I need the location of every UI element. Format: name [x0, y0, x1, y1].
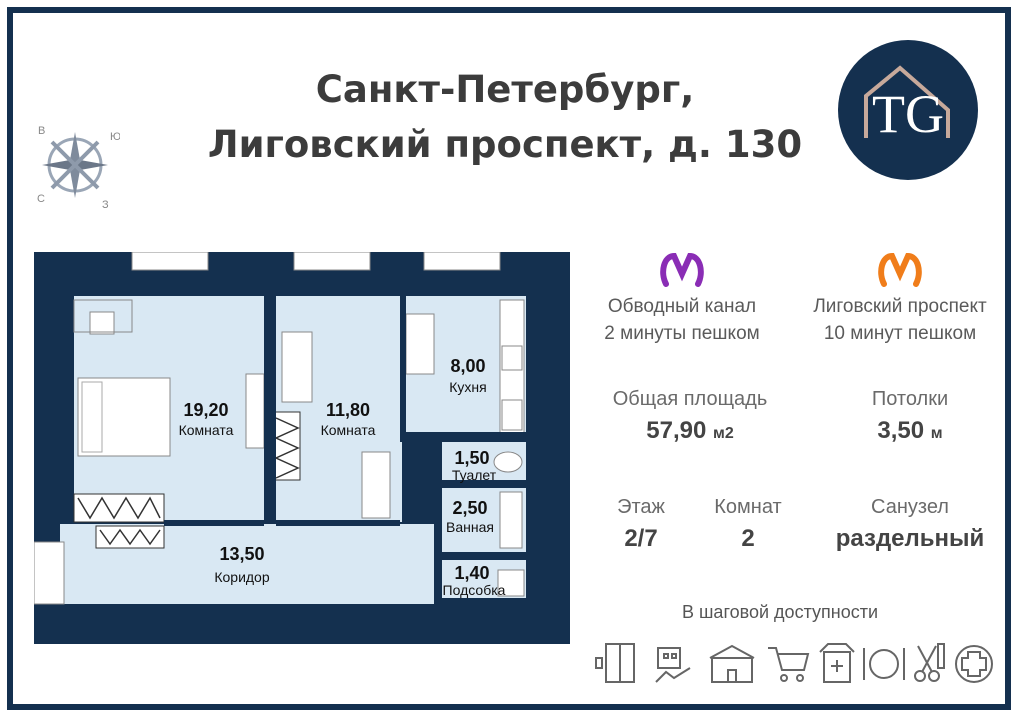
stat-rooms: Комнат 2 — [700, 496, 796, 553]
page-title: Санкт-Петербург, Лиговский проспект, д. … — [200, 62, 810, 172]
stat-bathroom: Санузел раздельный — [810, 496, 1010, 553]
floor-plan: 19,20 Комната 11,80 Комната 8,00 Кухня 1… — [34, 252, 570, 644]
logo-text: TG — [872, 84, 944, 144]
shopping-cart-icon — [768, 647, 810, 682]
school-icon — [709, 644, 755, 683]
metro-ligovsky: Лиговский проспект 10 минут пешком — [790, 250, 1010, 347]
metro-obvodny: Обводный канал 2 минуты пешком — [590, 250, 774, 347]
room-area-bathroom: 2,50 — [452, 498, 487, 518]
stat-label: Общая площадь — [612, 388, 768, 410]
metro-station-name: Обводный канал — [607, 296, 757, 317]
stat-label: Этаж — [617, 496, 665, 518]
metro-icon — [878, 252, 922, 287]
stat-label: Комнат — [714, 496, 782, 518]
kindergarten-icon — [655, 647, 691, 683]
room-label-kitchen: Кухня — [449, 379, 486, 395]
compass-label-w: С — [37, 193, 45, 205]
room-label-toilet: Туалет — [452, 467, 497, 483]
metro-walk-time: 10 минут пешком — [823, 323, 977, 344]
nearby-icons — [595, 643, 993, 683]
metro-icon — [660, 252, 704, 287]
room-label-corridor: Коридор — [214, 569, 270, 585]
room-label-living1: Комната — [179, 422, 234, 438]
room-area-corridor: 13,50 — [219, 544, 264, 564]
stat-label: Санузел — [871, 496, 949, 518]
compass-label-s: З — [102, 199, 109, 210]
stat-value: 3,50 м — [877, 417, 943, 444]
barber-icon — [914, 643, 945, 682]
room-area-living2: 11,80 — [326, 400, 370, 420]
stat-label: Потолки — [871, 388, 949, 410]
stat-value: 57,90 м2 — [646, 417, 734, 444]
stat-ceilings: Потолки 3,50 м — [830, 388, 990, 445]
room-area-living1: 19,20 — [183, 400, 228, 420]
stat-value: 2/7 — [624, 525, 658, 552]
stat-value: 2 — [741, 525, 755, 552]
stat-floor: Этаж 2/7 — [596, 496, 686, 553]
compass-label-e: Ю — [110, 131, 120, 143]
compass-rose-icon: С В Ю З — [37, 125, 120, 210]
elevator-icon — [595, 643, 635, 683]
pharmacy-icon — [819, 643, 855, 683]
metro-walk-time: 2 минуты пешком — [604, 323, 760, 344]
metro-station-name: Лиговский проспект — [813, 296, 987, 317]
room-label-living2: Комната — [321, 422, 376, 438]
room-label-storage: Подсобка — [443, 582, 506, 598]
stat-value: раздельный — [835, 525, 985, 552]
room-label-bathroom: Ванная — [446, 519, 494, 535]
compass-label-n: В — [38, 125, 45, 137]
medical-cross-icon — [955, 645, 993, 683]
room-area-kitchen: 8,00 — [450, 356, 485, 376]
restaurant-icon — [863, 648, 905, 680]
tg-logo: TG — [838, 40, 978, 180]
title-line-city: Санкт-Петербург, — [315, 68, 695, 111]
nearby-label: В шаговой доступности — [681, 602, 879, 622]
room-area-toilet: 1,50 — [454, 448, 489, 468]
stat-total-area: Общая площадь 57,90 м2 — [590, 388, 790, 445]
room-area-storage: 1,40 — [454, 563, 489, 583]
title-line-address: Лиговский проспект, д. 130 — [207, 123, 803, 166]
